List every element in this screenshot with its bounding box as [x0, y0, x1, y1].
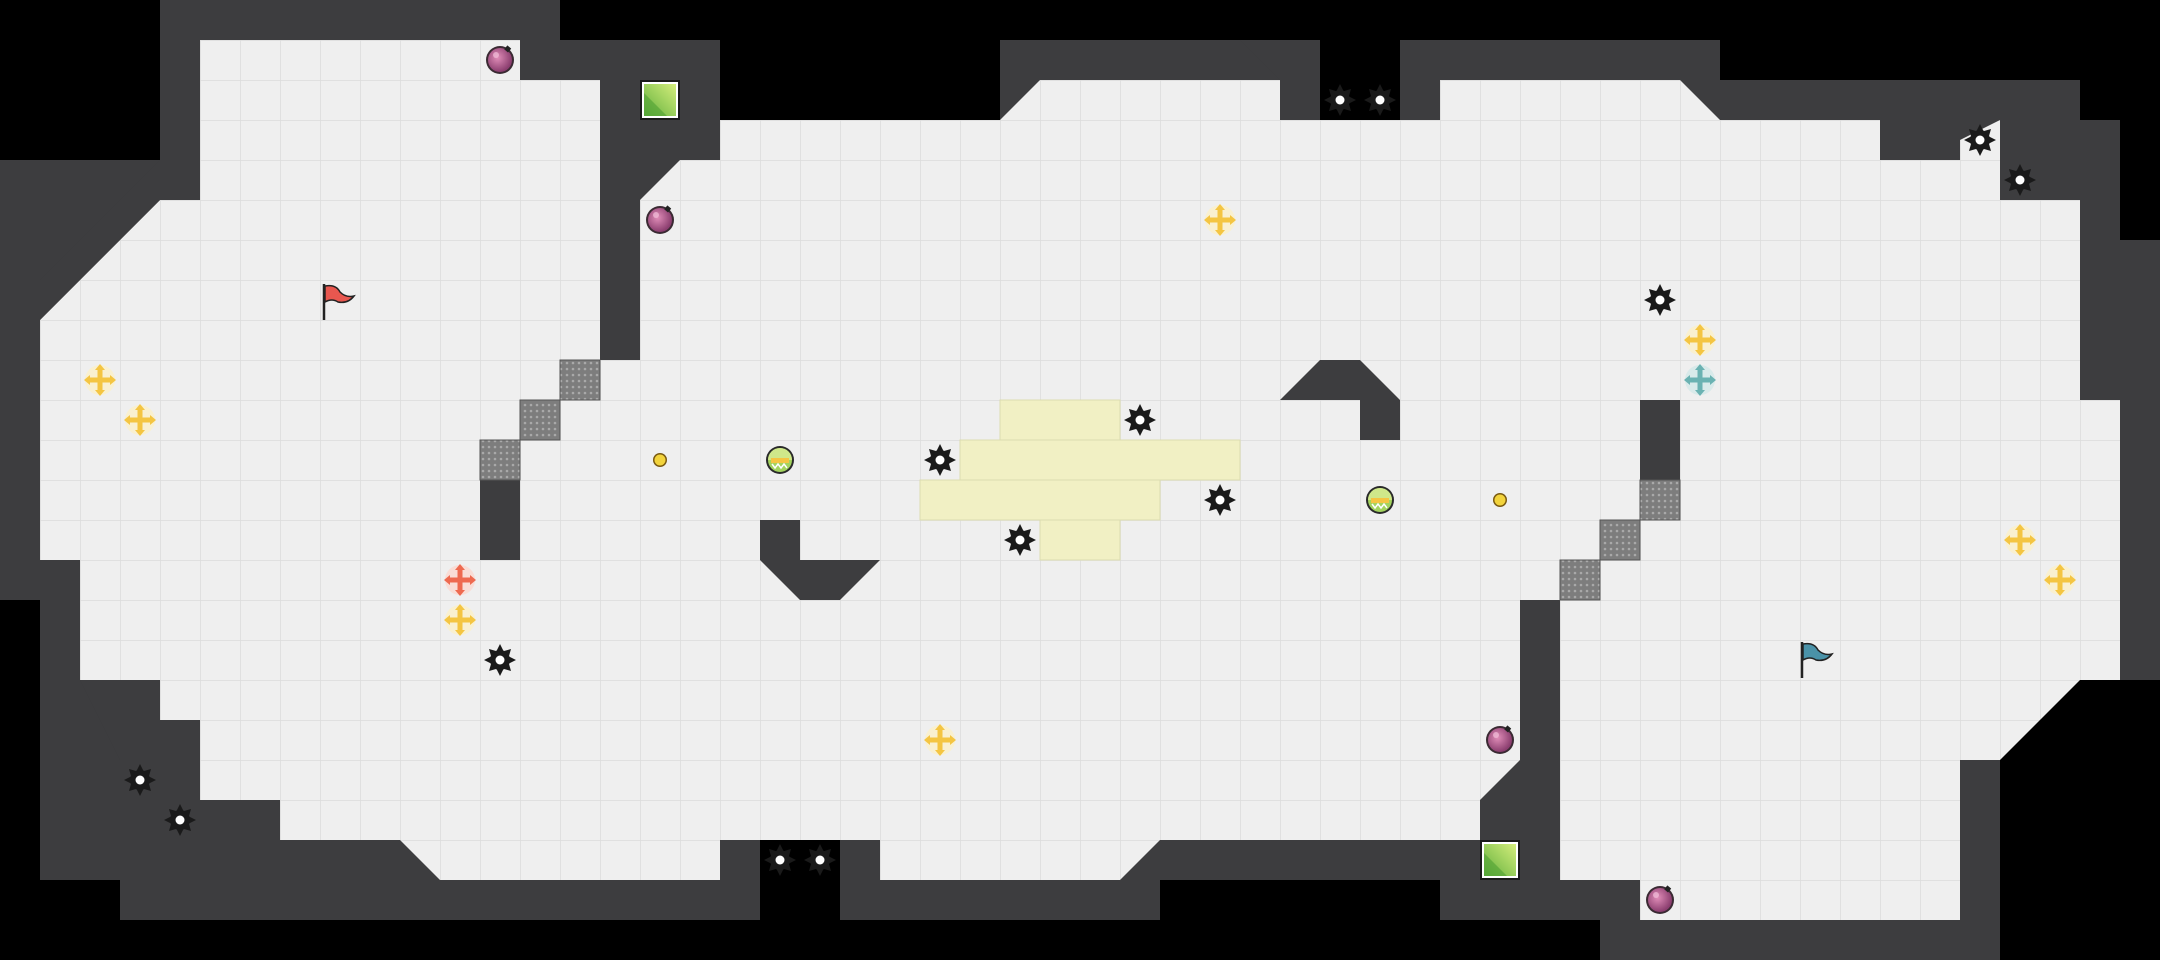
portal-icon: [1480, 840, 1520, 880]
center-zone: [919, 399, 1241, 561]
portal-icon: [640, 80, 680, 120]
gate-button-icon: [653, 453, 667, 467]
red-flag-icon: [322, 284, 356, 320]
powerup-icon: [765, 445, 795, 475]
grate-tiles: [479, 359, 1681, 601]
blue-flag-icon: [1800, 642, 1834, 678]
gate-button-icon: [1493, 493, 1507, 507]
powerup-icon: [1365, 485, 1395, 515]
inner-walls: [40, 40, 1960, 880]
